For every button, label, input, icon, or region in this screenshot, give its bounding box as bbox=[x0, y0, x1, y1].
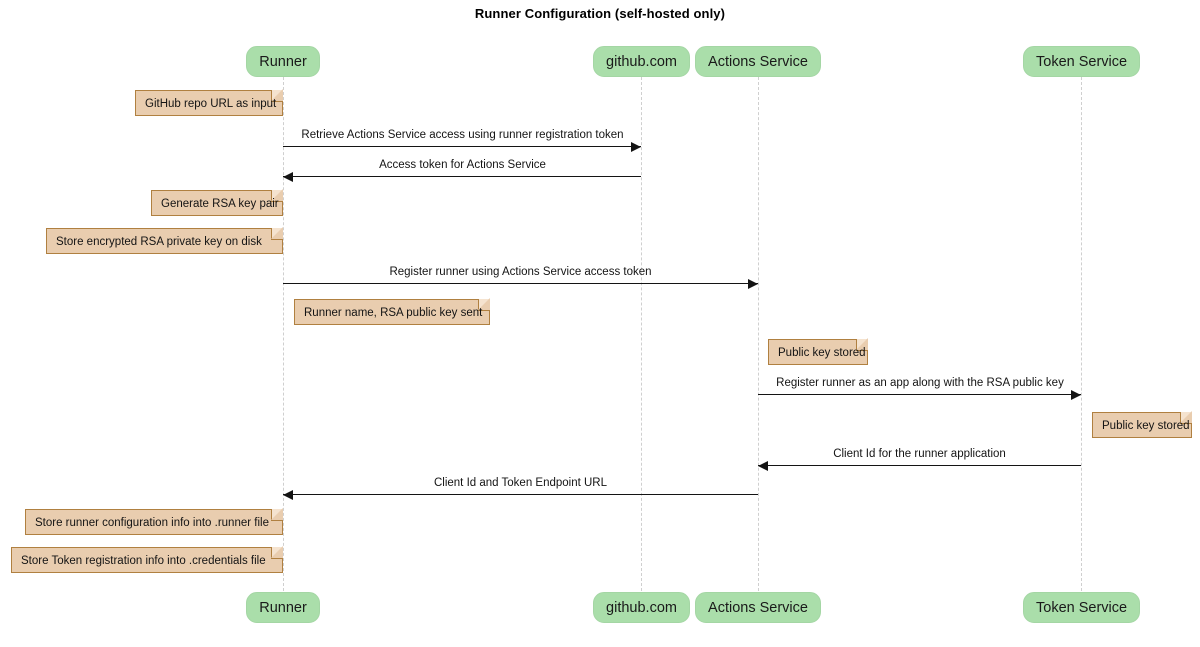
message-label: Register runner as an app along with the… bbox=[776, 377, 1064, 389]
lifeline-github bbox=[641, 77, 642, 591]
note-n6: Public key stored bbox=[1092, 411, 1192, 438]
note-text: Public key stored bbox=[778, 347, 866, 359]
note-fold-corner-icon bbox=[271, 546, 283, 559]
note-fold-corner-icon bbox=[271, 227, 283, 240]
message-line bbox=[283, 283, 758, 284]
note-text: Store runner configuration info into .ru… bbox=[35, 517, 269, 529]
arrow-head-left bbox=[283, 172, 293, 182]
participant-label: Runner bbox=[259, 600, 307, 616]
message-line bbox=[758, 465, 1081, 466]
message-label: Access token for Actions Service bbox=[379, 159, 546, 171]
lifeline-token bbox=[1081, 77, 1082, 591]
note-fold-corner-icon bbox=[478, 298, 490, 311]
note-text: Runner name, RSA public key sent bbox=[304, 307, 483, 319]
participant-top-runner[interactable]: Runner bbox=[246, 46, 320, 77]
participant-bottom-runner[interactable]: Runner bbox=[246, 592, 320, 623]
message-label: Retrieve Actions Service access using ru… bbox=[301, 129, 624, 141]
lifeline-actions bbox=[758, 77, 759, 591]
participant-label: Actions Service bbox=[708, 54, 808, 70]
arrow-head-left bbox=[283, 490, 293, 500]
participant-top-github[interactable]: github.com bbox=[593, 46, 690, 77]
lifeline-runner bbox=[283, 77, 284, 591]
message-label: Register runner using Actions Service ac… bbox=[389, 266, 652, 278]
note-n2: Generate RSA key pair bbox=[151, 189, 283, 216]
message-line bbox=[283, 176, 641, 177]
note-n4: Runner name, RSA public key sent bbox=[294, 298, 490, 325]
note-fold-corner-icon bbox=[856, 338, 868, 351]
note-n1: GitHub repo URL as input bbox=[135, 89, 283, 116]
participant-label: github.com bbox=[606, 54, 677, 70]
participant-label: Token Service bbox=[1036, 600, 1128, 616]
note-n8: Store Token registration info into .cred… bbox=[11, 546, 283, 573]
participant-label: Runner bbox=[259, 54, 307, 70]
note-fold-corner-icon bbox=[271, 189, 283, 202]
note-text: Store Token registration info into .cred… bbox=[21, 555, 266, 567]
note-text: Store encrypted RSA private key on disk bbox=[56, 236, 262, 248]
note-text: Public key stored bbox=[1102, 420, 1190, 432]
diagram-title: Runner Configuration (self-hosted only) bbox=[474, 6, 726, 21]
participant-bottom-github[interactable]: github.com bbox=[593, 592, 690, 623]
note-text: GitHub repo URL as input bbox=[145, 98, 277, 110]
note-n5: Public key stored bbox=[768, 338, 868, 365]
note-n3: Store encrypted RSA private key on disk bbox=[46, 227, 283, 254]
note-text: Generate RSA key pair bbox=[161, 198, 279, 210]
message-line bbox=[283, 494, 758, 495]
message-line bbox=[758, 394, 1081, 395]
note-fold-corner-icon bbox=[271, 508, 283, 521]
note-fold-corner-icon bbox=[1180, 411, 1192, 424]
message-label: Client Id for the runner application bbox=[833, 448, 1006, 460]
arrow-head-right bbox=[1071, 390, 1081, 400]
arrow-head-right bbox=[748, 279, 758, 289]
arrow-head-left bbox=[758, 461, 768, 471]
message-line bbox=[283, 146, 641, 147]
participant-label: Actions Service bbox=[708, 600, 808, 616]
participant-top-token[interactable]: Token Service bbox=[1023, 46, 1140, 77]
participant-label: github.com bbox=[606, 600, 677, 616]
participant-label: Token Service bbox=[1036, 54, 1128, 70]
participant-top-actions[interactable]: Actions Service bbox=[695, 46, 821, 77]
message-label: Client Id and Token Endpoint URL bbox=[433, 477, 608, 489]
participant-bottom-actions[interactable]: Actions Service bbox=[695, 592, 821, 623]
note-fold-corner-icon bbox=[271, 89, 283, 102]
note-n7: Store runner configuration info into .ru… bbox=[25, 508, 283, 535]
arrow-head-right bbox=[631, 142, 641, 152]
participant-bottom-token[interactable]: Token Service bbox=[1023, 592, 1140, 623]
